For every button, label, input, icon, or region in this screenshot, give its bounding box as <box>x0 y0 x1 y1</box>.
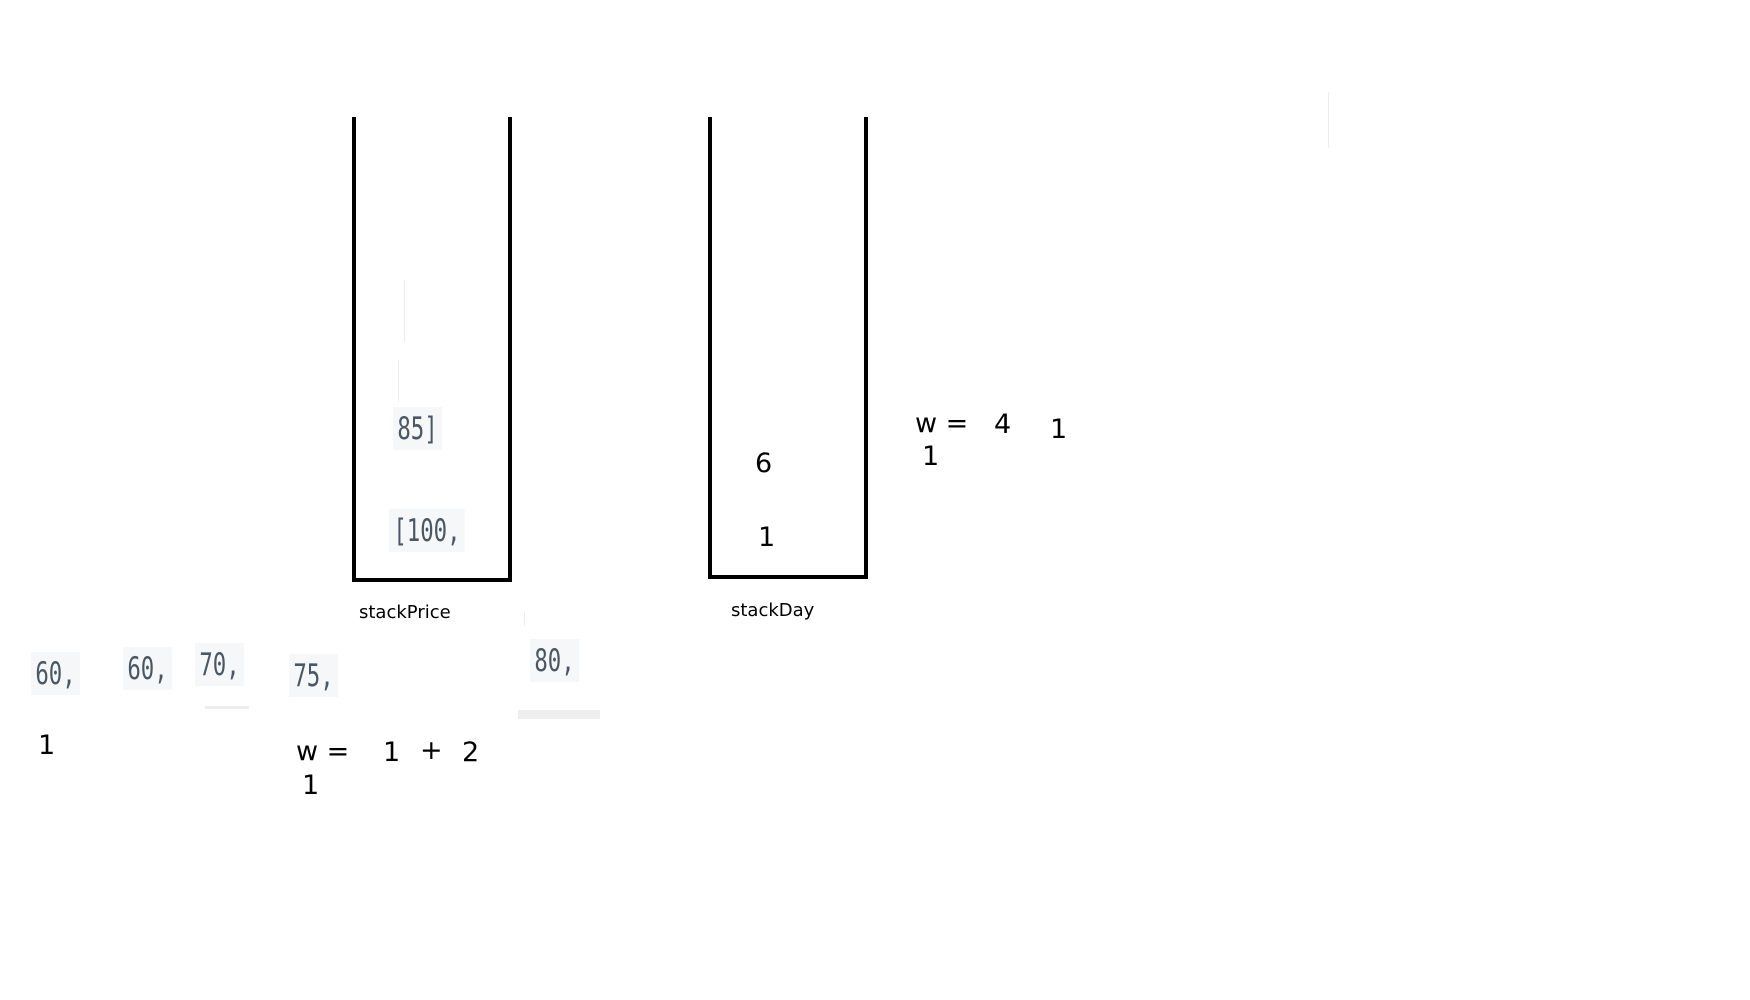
faint-line <box>1328 92 1329 148</box>
formula-right-lhs: w = <box>915 408 969 439</box>
sequence-first-day: 1 <box>38 730 56 761</box>
stack-day-item: 1 <box>758 522 776 553</box>
faint-line <box>404 280 405 342</box>
formula-bottom-b: 2 <box>462 737 480 768</box>
formula-right-a: 4 <box>994 409 1012 440</box>
sequence-item: 70, <box>195 643 244 686</box>
stack-price-label: stackPrice <box>359 602 451 623</box>
sequence-item: 60, <box>31 652 80 695</box>
formula-bottom-a: 1 <box>383 737 401 768</box>
faint-line <box>398 360 399 402</box>
stack-day-item: 6 <box>755 448 773 479</box>
stack-day-container <box>708 117 868 579</box>
formula-bottom-below: 1 <box>302 770 320 801</box>
formula-right-below: 1 <box>922 441 940 472</box>
faint-line <box>518 710 600 719</box>
stack-day-label: stackDay <box>731 600 815 621</box>
faint-line <box>205 706 249 709</box>
sequence-item: 75, <box>289 654 338 697</box>
stack-price-item: [100, <box>389 509 465 552</box>
sequence-item: 60, <box>123 647 172 690</box>
stack-price-container <box>352 117 512 582</box>
stack-price-item: 85] <box>393 407 442 450</box>
formula-bottom-op: + <box>420 735 443 766</box>
sequence-item: 80, <box>530 639 579 682</box>
formula-right-b: 1 <box>1050 414 1068 445</box>
faint-line <box>524 612 525 626</box>
formula-bottom-lhs: w = <box>296 736 350 767</box>
